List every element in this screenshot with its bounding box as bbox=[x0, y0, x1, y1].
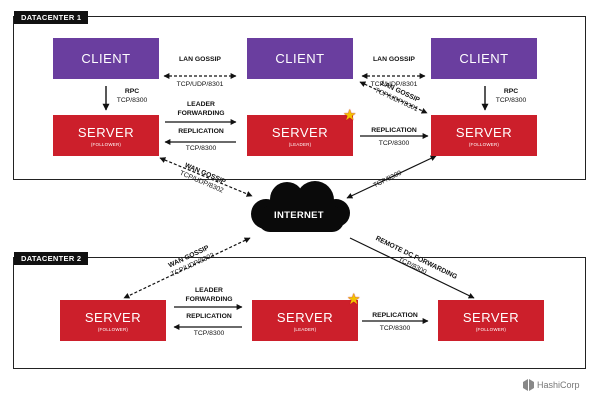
dc1-client-mid: CLIENT bbox=[247, 38, 353, 79]
server-role: (FOLLOWER) bbox=[475, 326, 507, 332]
dc2-server-right: SERVER (FOLLOWER) bbox=[438, 300, 544, 341]
dc2-server-mid: SERVER (LEADER) bbox=[252, 300, 358, 341]
dc2-leader-forwarding-label: LEADER FORWARDING bbox=[185, 287, 233, 303]
server-label: SERVER bbox=[84, 309, 142, 325]
server-role: (LEADER) bbox=[293, 326, 317, 332]
dc1-replication-port-right: TCP/8300 bbox=[378, 140, 410, 147]
datacenter-1-title: DATACENTER 1 bbox=[14, 11, 89, 24]
dc2-replication-port-left: TCP/8300 bbox=[193, 330, 225, 337]
datacenter-1-frame bbox=[13, 16, 586, 180]
server-label: SERVER bbox=[462, 309, 520, 325]
lan-gossip-arrow-3 bbox=[359, 81, 428, 114]
rpc-label-left: RPC TCP/8300 bbox=[116, 88, 148, 104]
dc1-server-left: SERVER (FOLLOWER) bbox=[53, 115, 159, 156]
datacenter-2-title: DATACENTER 2 bbox=[14, 252, 89, 265]
dc2-replication-port-right: TCP/8300 bbox=[379, 325, 411, 332]
dc1-replication-port-left: TCP/8300 bbox=[185, 145, 217, 152]
dc1-client-right: CLIENT bbox=[431, 38, 537, 79]
hashicorp-logo-icon bbox=[523, 379, 534, 391]
dc1-replication-label-right: REPLICATION bbox=[371, 127, 417, 134]
server-role: (LEADER) bbox=[288, 141, 312, 147]
dc1-leader-forwarding-label: LEADER FORWARDING bbox=[177, 101, 225, 117]
server-label: SERVER bbox=[271, 124, 329, 140]
internet-to-dc1-arrow bbox=[346, 155, 437, 199]
dc2-replication-label-left: REPLICATION bbox=[186, 313, 232, 320]
server-label: SERVER bbox=[276, 309, 334, 325]
internet-label: INTERNET bbox=[274, 210, 324, 221]
brand-name: HashiCorp bbox=[537, 380, 580, 390]
leader-star-icon: ★ bbox=[343, 107, 357, 124]
server-label: SERVER bbox=[77, 124, 135, 140]
datacenter-2-frame bbox=[13, 257, 586, 369]
dc1-replication-label-left: REPLICATION bbox=[178, 128, 224, 135]
rpc-label-right: RPC TCP/8300 bbox=[495, 88, 527, 104]
server-role: (FOLLOWER) bbox=[90, 141, 122, 147]
dc1-server-mid: SERVER (LEADER) bbox=[247, 115, 353, 156]
server-role: (FOLLOWER) bbox=[97, 326, 129, 332]
client-label: CLIENT bbox=[81, 51, 131, 66]
client-label: CLIENT bbox=[459, 51, 509, 66]
dc2-replication-label-right: REPLICATION bbox=[372, 312, 418, 319]
server-label: SERVER bbox=[455, 124, 513, 140]
internet-cloud bbox=[251, 181, 350, 232]
remote-dc-forwarding-arrow bbox=[349, 237, 475, 299]
leader-star-icon: ★ bbox=[347, 291, 361, 308]
lan-gossip-port-2: TCP/UDP/8301 bbox=[370, 81, 418, 88]
dc2-wan-gossip-arrow bbox=[123, 237, 251, 299]
client-label: CLIENT bbox=[275, 51, 325, 66]
dc1-wan-gossip-arrow bbox=[159, 157, 253, 197]
dc2-server-left: SERVER (FOLLOWER) bbox=[60, 300, 166, 341]
dc1-server-right: SERVER (FOLLOWER) bbox=[431, 115, 537, 156]
dc1-client-left: CLIENT bbox=[53, 38, 159, 79]
server-role: (FOLLOWER) bbox=[468, 141, 500, 147]
lan-gossip-port-1: TCP/UDP/8301 bbox=[176, 81, 224, 88]
lan-gossip-label-1: LAN GOSSIP bbox=[179, 56, 221, 63]
lan-gossip-label-2: LAN GOSSIP bbox=[373, 56, 415, 63]
